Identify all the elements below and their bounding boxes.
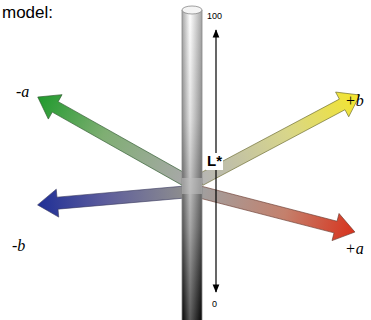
axis-end-label: -b (12, 237, 25, 255)
scale-min: 0 (212, 300, 217, 310)
axis-end-label: +b (345, 92, 364, 110)
minus-a-arrow (31, 85, 192, 192)
scale-max: 100 (207, 12, 222, 22)
axis-end-label: +a (345, 240, 364, 258)
minus-b-arrow (36, 178, 186, 219)
lightness-cylinder (182, 6, 202, 320)
plus-b-arrow (193, 83, 366, 193)
caption-fragment: model: (2, 4, 53, 23)
axis-name: L* (206, 153, 223, 170)
axis-end-label: -a (16, 83, 29, 101)
plus-a-arrow (196, 178, 358, 245)
